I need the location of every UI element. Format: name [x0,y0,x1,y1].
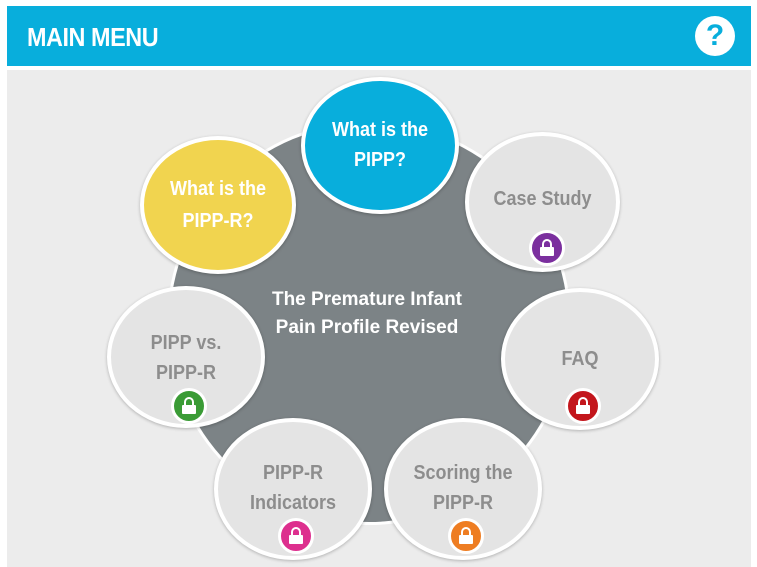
padlock-icon [182,397,196,414]
menu-node-label: What is the [169,178,266,200]
menu-node-label: PIPP-R [262,462,324,484]
help-button[interactable]: ? [695,16,735,56]
menu-node-label: Indicators [249,492,337,514]
menu-node-label: PIPP-R [155,362,217,384]
menu-node-label: PIPP-R [432,492,494,514]
padlock-icon [289,527,303,544]
page-title: MAIN MENU [27,22,159,52]
lock-badge-green [171,388,207,424]
lock-badge-pink [278,518,314,554]
hub-title-line1: The Premature Infant [271,289,463,310]
padlock-icon [459,527,473,544]
menu-node-case-study[interactable]: Case Study [465,132,620,272]
menu-node-label: PIPP vs. [150,332,222,354]
lock-badge-red [565,388,601,424]
menu-node-what-is-pipp[interactable]: What is the PIPP? [301,77,459,214]
hub-title: The Premature Infant Pain Profile Revise… [222,286,512,342]
lock-badge-purple [529,230,565,266]
menu-node-label: What is the [331,119,428,141]
menu-node-what-is-pipp-r[interactable]: What is the PIPP-R? [140,136,296,274]
header-bar: MAIN MENU ? [7,6,751,66]
menu-node-label: PIPP-R? [182,210,254,232]
menu-node-pipp-vs-pipp-r[interactable]: PIPP vs. PIPP-R [107,286,265,428]
menu-node-faq[interactable]: FAQ [501,288,659,430]
menu-node-label: Case Study [493,188,592,210]
padlock-icon [576,397,590,414]
menu-node-label: Scoring the [413,462,513,484]
hub-title-line2: Pain Profile Revised [275,317,459,338]
padlock-icon [540,239,554,256]
menu-node-label: FAQ [561,348,599,370]
lock-badge-orange [448,518,484,554]
menu-node-scoring-the-pipp-r[interactable]: Scoring the PIPP-R [384,418,542,560]
menu-node-label: PIPP? [353,149,407,171]
menu-node-pipp-r-indicators[interactable]: PIPP-R Indicators [214,418,372,560]
